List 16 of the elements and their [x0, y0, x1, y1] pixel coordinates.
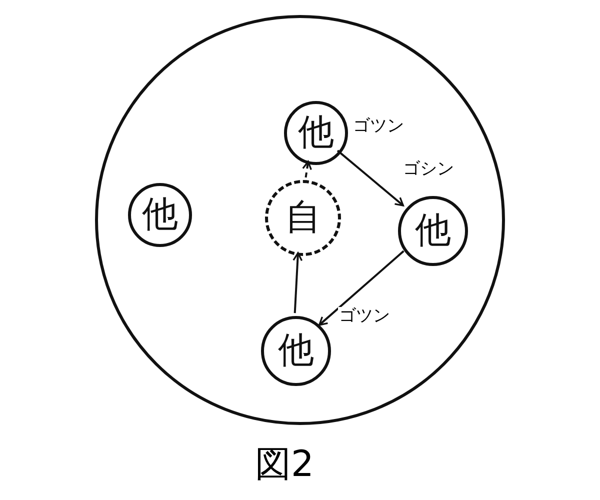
- circle-label: 他: [298, 115, 334, 151]
- outer-circle: [95, 15, 505, 425]
- circle-label: 自: [285, 200, 321, 236]
- other-circle: [398, 196, 468, 266]
- arrow: [302, 160, 312, 178]
- other-circle: [128, 183, 192, 247]
- self-circle: [265, 180, 341, 256]
- circle-label: 他: [142, 197, 178, 233]
- other-circle: [284, 101, 348, 165]
- circle-label: 他: [415, 213, 451, 249]
- figure-caption: 図2: [255, 443, 314, 487]
- circle-label: 他: [278, 333, 314, 369]
- other-circle: [261, 316, 331, 386]
- arrow: [292, 252, 303, 314]
- arrow: [336, 150, 404, 206]
- arrow: [318, 250, 404, 326]
